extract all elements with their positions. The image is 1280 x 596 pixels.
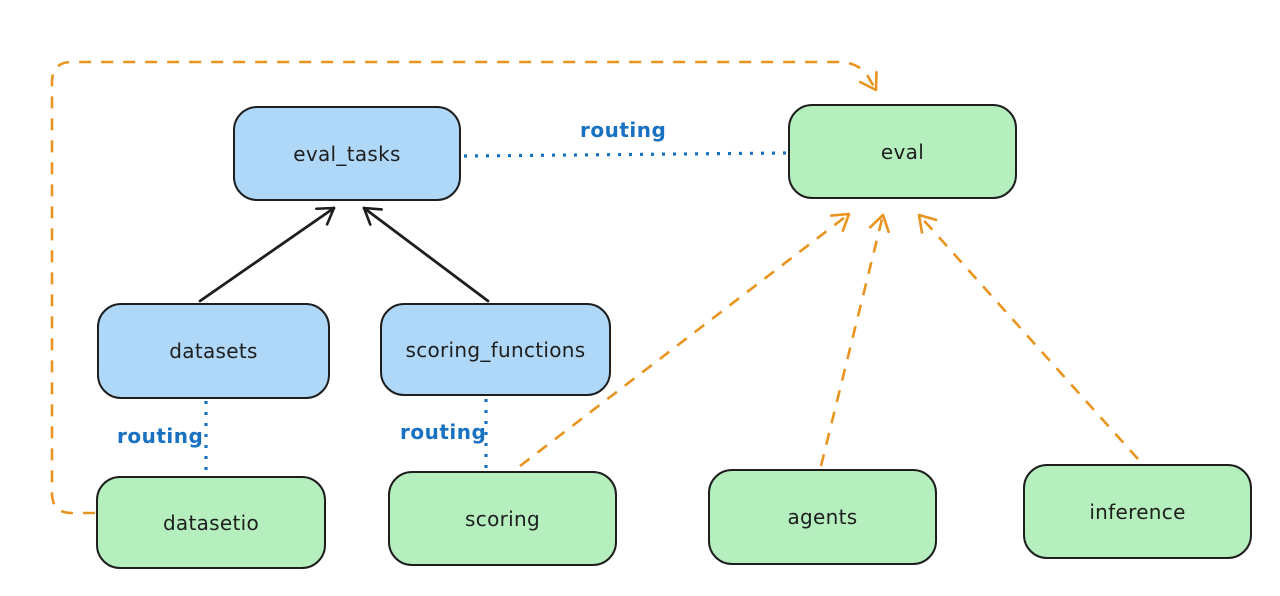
node-scoring-functions-label: scoring_functions (405, 337, 586, 362)
node-inference: inference (1023, 464, 1252, 559)
node-scoring: scoring (388, 471, 617, 566)
node-datasets: datasets (97, 303, 330, 399)
node-eval-tasks-label: eval_tasks (293, 141, 401, 166)
edge-scoring-functions-to-eval-tasks (362, 206, 490, 303)
node-eval: eval (788, 104, 1017, 199)
edge-agents-to-eval (819, 213, 890, 467)
node-datasetio: datasetio (96, 476, 326, 569)
node-inference-label: inference (1089, 499, 1186, 524)
routing-label-scoring-functions-scoring: routing (400, 420, 487, 444)
node-eval-label: eval (880, 139, 925, 164)
node-scoring-label: scoring (465, 506, 540, 531)
node-eval-tasks: eval_tasks (233, 106, 461, 201)
edge-eval-tasks-to-eval-routing (463, 151, 787, 158)
node-scoring-functions: scoring_functions (380, 303, 611, 396)
node-datasetio-label: datasetio (162, 510, 260, 535)
routing-label-datasets-datasetio: routing (117, 424, 204, 448)
edge-datasets-to-eval-tasks (198, 206, 336, 303)
node-agents: agents (708, 469, 937, 565)
edge-inference-to-eval (917, 213, 1139, 460)
node-datasets-label: datasets (169, 339, 258, 363)
node-agents-label: agents (787, 505, 858, 529)
routing-label-eval-tasks-eval: routing (580, 118, 667, 142)
